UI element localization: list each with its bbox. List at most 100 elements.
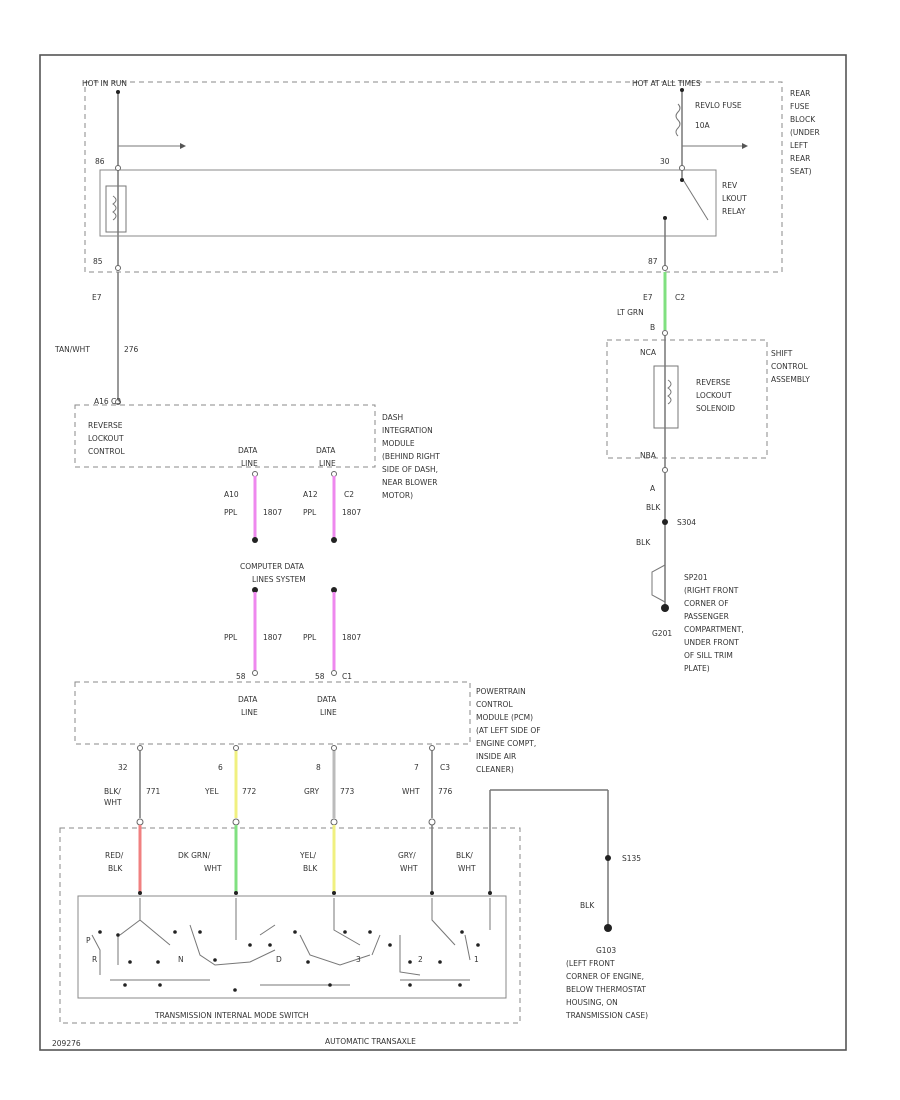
sw-w1-c1: RED/	[105, 851, 124, 860]
scu-splice: S304	[677, 518, 696, 527]
hot-at-all-times-label: HOT AT ALL TIMES	[632, 79, 701, 88]
scu-wire-blk2: BLK	[636, 538, 651, 547]
relay-pin-86: 86	[95, 157, 105, 166]
pcm-w4-color: WHT	[402, 787, 420, 796]
ground-g103: S135 BLK G103 (LEFT FRONT CORNER OF ENGI…	[565, 854, 648, 1020]
sw-w2-c1: DK GRN/	[178, 851, 211, 860]
pcm-w1-color2: WHT	[104, 798, 122, 807]
relay-pin-87: 87	[648, 257, 658, 266]
pcm-data1-a: DATA	[238, 695, 258, 704]
cdls-line1: COMPUTER DATA	[240, 562, 305, 571]
g103-line5: TRANSMISSION CASE)	[565, 1011, 648, 1020]
relay-name-line3: RELAY	[722, 207, 746, 216]
pcm-conn2: C1	[342, 672, 352, 681]
g103-line1: (LEFT FRONT	[566, 959, 615, 968]
shift-control-circuit: E7 C2 LT GRN B SHIFT CONTROL ASSEMBLY NC…	[606, 272, 810, 673]
pcm-pin1: 58	[236, 672, 246, 681]
pcm-w3-circ: 773	[340, 787, 355, 796]
pcm-line2: CONTROL	[476, 700, 513, 709]
relay-coil	[105, 185, 127, 233]
relay-name-line2: LKOUT	[722, 194, 747, 203]
sw-w5-c2: WHT	[458, 864, 476, 873]
reverse-lockout-control: A16 C3 REVERSE LOCKOUT CONTROL	[74, 397, 376, 468]
pcm-out-pin1: 32	[118, 763, 128, 772]
pos-r: R	[92, 955, 97, 964]
rlc-line2: LOCKOUT	[88, 434, 124, 443]
scu-wire-blk: BLK	[646, 503, 661, 512]
dim-wire2-circ: 1807	[342, 508, 361, 517]
dim-wire2-color: PPL	[303, 508, 317, 517]
computer-data-lines: COMPUTER DATA LINES SYSTEM PPL 1807 PPL …	[224, 562, 361, 670]
sw-w3-c1: YEL/	[299, 851, 316, 860]
dim-data2-b: LINE	[319, 459, 336, 468]
dim-conn2: C2	[344, 490, 354, 499]
fuse-block-line2: FUSE	[790, 102, 810, 111]
scu-line1: SHIFT	[771, 349, 793, 358]
cdls-wire1-circ: 1807	[263, 633, 282, 642]
fuse-amp: 10A	[695, 121, 711, 130]
cdls-wire1-color: PPL	[224, 633, 238, 642]
rear-fuse-block: HOT IN RUN HOT AT ALL TIMES 86 85 REVLO …	[82, 79, 820, 273]
rw-pin2: B	[650, 323, 655, 332]
fuse-label: REVLO FUSE	[695, 101, 742, 110]
dim-pin1: A10	[224, 490, 239, 499]
fuse-block-outline	[84, 81, 783, 273]
gnd-l3: CORNER OF	[684, 599, 729, 608]
dim-wire1-color: PPL	[224, 508, 238, 517]
fuse-block-line7: SEAT)	[790, 167, 812, 176]
pcm-w4-circ: 776	[438, 787, 453, 796]
pos-1: 1	[474, 955, 479, 964]
fuse-block-line6: REAR	[790, 154, 810, 163]
gnd-l8: PLATE)	[684, 664, 710, 673]
footer-id: 209276	[52, 1039, 81, 1048]
fuse-block-line1: REAR	[790, 89, 810, 98]
ground-g201: G201	[652, 629, 672, 638]
pcm-pin2: 58	[315, 672, 325, 681]
dim-data1-a: DATA	[238, 446, 258, 455]
scu-pin-a: A	[650, 484, 656, 493]
pcm-out-pin2: 6	[218, 763, 223, 772]
dim-line3: MODULE	[382, 439, 415, 448]
pcm-w2-circ: 772	[242, 787, 257, 796]
pcm-data1-b: LINE	[241, 708, 258, 717]
diagram-frame	[39, 54, 847, 1051]
sol-line1: REVERSE	[696, 378, 731, 387]
cdls-wire2-circ: 1807	[342, 633, 361, 642]
gnd-l4: PASSENGER	[684, 612, 729, 621]
g103-name: G103	[596, 946, 616, 955]
g103-line2: CORNER OF ENGINE,	[566, 972, 644, 981]
switch-contacts	[91, 898, 491, 992]
g103-wire: BLK	[580, 901, 595, 910]
g103-line3: BELOW THERMOSTAT	[566, 985, 646, 994]
pcm-w1-circ: 771	[146, 787, 161, 796]
tan-wire-pin: E7	[92, 293, 102, 302]
dim-data1-b: LINE	[241, 459, 258, 468]
relay-outline	[99, 169, 717, 237]
scu-line2: CONTROL	[771, 362, 808, 371]
sw-w3-c2: BLK	[303, 864, 318, 873]
tan-wire-circuit: 276	[124, 345, 139, 354]
sw-w4-c2: WHT	[400, 864, 418, 873]
relay-pin-85: 85	[93, 257, 103, 266]
pcm-line6: INSIDE AIR	[476, 752, 516, 761]
pos-d: D	[276, 955, 282, 964]
gnd-l6: UNDER FRONT	[684, 638, 739, 647]
relay-name-line1: REV	[722, 181, 738, 190]
scu-bot-pin: NBA	[640, 451, 657, 460]
switch-label: TRANSMISSION INTERNAL MODE SWITCH	[154, 1011, 309, 1020]
sw-w1-c2: BLK	[108, 864, 123, 873]
gnd-l5: COMPARTMENT,	[684, 625, 744, 634]
tan-wire-color: TAN/WHT	[54, 345, 90, 354]
dim-line2: INTEGRATION	[382, 426, 433, 435]
sw-w4-c1: GRY/	[398, 851, 416, 860]
pos-p: P	[86, 936, 91, 945]
fuse-block-line4: (UNDER	[790, 128, 820, 137]
rlc-line1: REVERSE	[88, 421, 123, 430]
scu-top-pin: NCA	[640, 348, 657, 357]
hot-in-run-label: HOT IN RUN	[82, 79, 127, 88]
pcm-line3: MODULE (PCM)	[476, 713, 533, 722]
cdls-line2: LINES SYSTEM	[252, 575, 306, 584]
trans-label: AUTOMATIC TRANSAXLE	[325, 1037, 416, 1046]
dim-pin2: A12	[303, 490, 318, 499]
scu-line3: ASSEMBLY	[771, 375, 810, 384]
